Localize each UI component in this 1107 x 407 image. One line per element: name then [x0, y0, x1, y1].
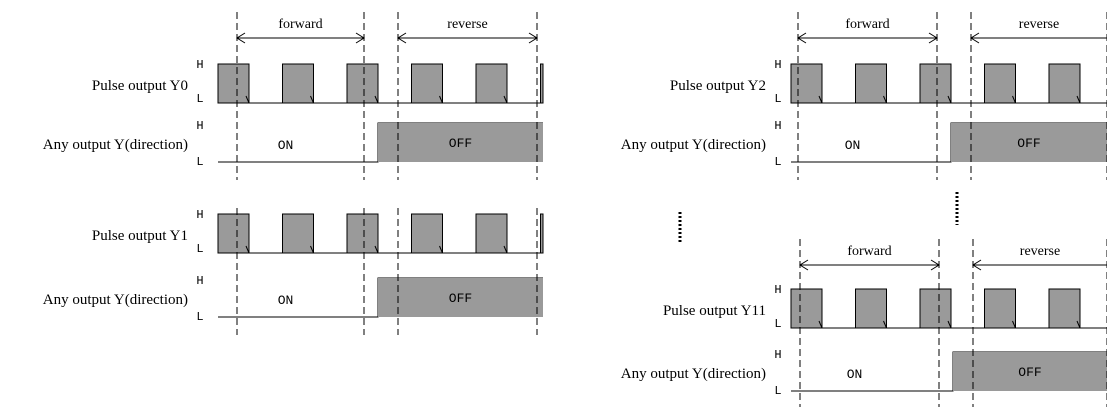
falling-edge-tick	[374, 95, 379, 104]
off-region	[378, 123, 543, 162]
pulse-high	[217, 213, 250, 254]
falling-edge-tick	[883, 320, 887, 329]
falling-edge-tick	[1012, 95, 1016, 104]
on-state-label: ON	[845, 138, 861, 153]
falling-edge-tick	[1076, 320, 1081, 329]
falling-edge-tick	[503, 95, 508, 104]
forward-phase-label: forward	[278, 17, 322, 32]
pulse-high	[984, 63, 1016, 104]
falling-edge-tick	[503, 245, 508, 254]
level-low-marker: L	[774, 155, 781, 169]
falling-edge-tick	[1012, 320, 1016, 329]
pulse-high	[475, 213, 508, 254]
off-region	[951, 123, 1107, 162]
level-high-marker: H	[774, 119, 781, 133]
off-state-label: OFF	[449, 291, 472, 306]
pulse-output-label: Pulse output Y1	[92, 228, 188, 244]
off-state-label: OFF	[1018, 365, 1041, 380]
level-low-marker: L	[196, 155, 203, 169]
pulse-high	[919, 288, 952, 329]
direction-output-label: Any output Y(direction)	[43, 292, 188, 308]
pulse-high	[540, 63, 544, 104]
falling-edge-tick	[1076, 95, 1081, 104]
falling-edge-tick	[245, 245, 250, 254]
pulse-high	[346, 213, 379, 254]
direction-output-label: Any output Y(direction)	[43, 137, 188, 153]
direction-output-label: Any output Y(direction)	[621, 137, 766, 153]
pulse-high	[790, 63, 823, 104]
pulse-high	[282, 63, 314, 104]
pulse-high	[346, 63, 379, 104]
pulse-high	[919, 63, 952, 104]
pulse-high	[540, 213, 544, 254]
direction-output-label: Any output Y(direction)	[621, 366, 766, 382]
pulse-output-label: Pulse output Y0	[92, 78, 188, 94]
panel-left-bottom: Pulse output Y1 Any output Y(direction) H L…	[43, 208, 544, 335]
falling-edge-tick	[947, 320, 952, 329]
on-state-label: ON	[847, 367, 863, 382]
falling-edge-tick	[310, 95, 314, 104]
pulse-high	[411, 63, 443, 104]
level-high-marker: H	[774, 58, 781, 72]
reverse-phase-label: reverse	[1020, 244, 1060, 259]
level-low-marker: L	[774, 92, 781, 106]
level-high-marker: H	[196, 58, 203, 72]
level-high-marker: H	[774, 283, 781, 297]
pulse-high	[282, 213, 314, 254]
level-low-marker: L	[196, 92, 203, 106]
level-high-marker: H	[196, 208, 203, 222]
off-region	[378, 278, 543, 317]
pulse-high	[217, 63, 250, 104]
pulse-high	[855, 63, 887, 104]
falling-edge-tick	[310, 245, 314, 254]
pulse-high	[1048, 288, 1081, 329]
pulse-high	[855, 288, 887, 329]
pulse-output-label: Pulse output Y2	[670, 78, 766, 94]
pulse-output-label: Pulse output Y11	[663, 303, 766, 319]
off-state-label: OFF	[1017, 136, 1040, 151]
falling-edge-tick	[374, 245, 379, 254]
level-low-marker: L	[774, 317, 781, 331]
falling-edge-tick	[818, 320, 823, 329]
pulse-high	[1048, 63, 1081, 104]
pulse-high	[984, 288, 1016, 329]
level-low-marker: L	[774, 384, 781, 398]
falling-edge-tick	[439, 245, 443, 254]
reverse-phase-label: reverse	[447, 17, 487, 32]
falling-edge-tick	[439, 95, 443, 104]
pulse-high	[411, 213, 443, 254]
level-high-marker: H	[196, 119, 203, 133]
forward-phase-label: forward	[845, 17, 889, 32]
off-state-label: OFF	[449, 136, 472, 151]
level-high-marker: H	[196, 274, 203, 288]
falling-edge-tick	[245, 95, 250, 104]
level-high-marker: H	[774, 348, 781, 362]
on-state-label: ON	[278, 138, 294, 153]
level-low-marker: L	[196, 310, 203, 324]
level-low-marker: L	[196, 242, 203, 256]
falling-edge-tick	[818, 95, 823, 104]
on-state-label: ON	[278, 293, 294, 308]
off-region	[953, 352, 1107, 391]
falling-edge-tick	[883, 95, 887, 104]
pulse-high	[790, 288, 823, 329]
forward-phase-label: forward	[847, 244, 891, 259]
reverse-phase-label: reverse	[1019, 17, 1059, 32]
pulse-high	[475, 63, 508, 104]
falling-edge-tick	[947, 95, 952, 104]
